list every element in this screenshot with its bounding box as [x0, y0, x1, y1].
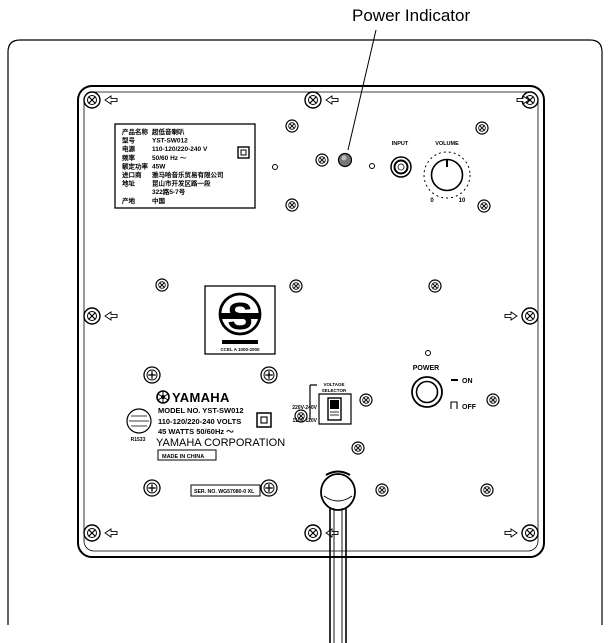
label-plate-value: 50/60 Hz ～ — [152, 155, 187, 162]
label-plate-value: 45W — [152, 163, 166, 170]
rating-model: MODEL NO. YST-SW012 — [158, 406, 244, 415]
serial-plate: SER. NO. WG57080-0 XL — [190, 484, 261, 497]
svg-text:SELECTOR: SELECTOR — [322, 388, 347, 393]
label-plate-key: 型号 — [122, 136, 136, 145]
power-off-marker — [450, 401, 458, 409]
volume-knob[interactable] — [423, 151, 471, 199]
svg-text:VOLTAGE: VOLTAGE — [323, 382, 344, 387]
callout-leader-line — [347, 29, 377, 151]
rating-plate: YAMAHA MODEL NO. YST-SW012 110-120/220-2… — [156, 390, 285, 461]
power-on-marker — [451, 379, 458, 381]
power-cable — [320, 470, 356, 643]
label-plate-key: 电源 — [122, 144, 136, 153]
label-plate-value: 昆山市开发区路一段 — [152, 179, 211, 188]
power-on-label: ON — [462, 378, 473, 385]
label-plate-value: 超低音喇叭 — [151, 127, 185, 136]
label-plate-key: 产地 — [122, 196, 136, 205]
label-plate-key: 频率 — [122, 153, 136, 162]
voltage-option-high: 220V-240V — [292, 405, 317, 411]
mount-hole — [425, 350, 431, 356]
power-indicator-callout: Power Indicator — [352, 6, 471, 25]
voltage-option-low: 110V-120V — [293, 418, 318, 424]
mount-hole — [272, 164, 278, 170]
rating-power: 45 WATTS 50/60Hz ～ — [158, 427, 234, 436]
enclosure-outline — [7, 39, 603, 625]
label-plate-value: YST-SW012 — [152, 138, 188, 145]
voltage-selector-switch[interactable] — [327, 397, 342, 421]
label-plate-key: 地址 — [122, 179, 136, 188]
label-plate-key: 额定功率 — [122, 161, 149, 170]
volume-min-label: 0 — [430, 198, 434, 204]
power-label: POWER — [413, 365, 439, 372]
volume-label: VOLUME — [435, 141, 459, 147]
label-plate: 产品名称超低音喇叭型号 YST-SW012 电源 110-120/220-240 V 频… — [114, 123, 256, 209]
ccc-stamp-code: R1533 — [131, 437, 146, 443]
yamaha-logo-icon — [156, 390, 170, 404]
label-plate-key: 产品名称 — [122, 127, 149, 136]
power-indicator-led — [337, 152, 353, 168]
ccc-stamp-icon: R1533 — [126, 408, 152, 443]
label-plate-value: 中国 — [152, 196, 166, 205]
rating-origin: MADE IN CHINA — [162, 454, 204, 460]
rating-corp: YAMAHA CORPORATION — [156, 437, 285, 449]
rating-voltage: 110-120/220-240 VOLTS — [158, 417, 241, 426]
power-off-label: OFF — [462, 404, 477, 411]
power-switch[interactable] — [411, 376, 443, 408]
certification-code: CCEL A 1000-2000 — [220, 347, 260, 352]
serial-number: SER. NO. WG57080-0 XL — [194, 489, 255, 495]
label-plate-value: 322路5-7号 — [152, 187, 186, 196]
label-plate-value: 雅马哈音乐贸易有限公司 — [152, 170, 224, 179]
rating-brand: YAMAHA — [172, 390, 230, 405]
certification-logo: S CCEL A 1000-2000 — [204, 285, 276, 355]
label-plate-value: 110-120/220-240 V — [152, 146, 208, 153]
mount-hole — [369, 163, 375, 169]
label-plate-key: 进口商 — [122, 170, 142, 179]
input-label: INPUT — [392, 141, 409, 147]
volume-max-label: 10 — [459, 198, 466, 204]
input-jack[interactable] — [390, 156, 412, 178]
